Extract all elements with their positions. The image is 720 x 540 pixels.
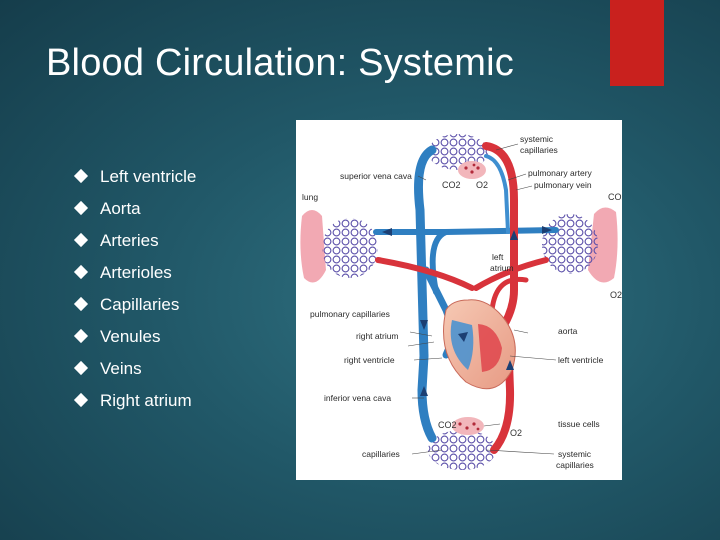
left-lung-shape (300, 210, 326, 283)
label-systemic-capillaries-bottom: systemic (558, 449, 592, 459)
right-lung-shape (588, 207, 618, 283)
heart-shape (443, 299, 516, 390)
bullet-item: Right atrium (73, 386, 196, 418)
diamond-bullet-icon (73, 392, 89, 408)
bullet-item: Capillaries (73, 290, 196, 322)
upper-tissue-cells (458, 161, 486, 179)
circulation-diagram: systemic capillaries superior vena cava … (296, 120, 622, 480)
label-pulmonary-artery: pulmonary artery (528, 168, 593, 178)
diamond-bullet-icon (73, 232, 89, 248)
label-left-atrium: left (492, 252, 504, 262)
label-tissue-cells: tissue cells (558, 419, 600, 429)
upper-systemic-capillary-net (428, 134, 488, 170)
label-pulmonary-vein: pulmonary vein (534, 180, 592, 190)
right-pulmonary-capillary-net (542, 214, 598, 274)
lower-systemic-capillary-net (428, 430, 496, 470)
gas-o2-bottom: O2 (510, 428, 522, 438)
bullet-text: Veins (100, 359, 142, 378)
left-pulmonary-capillary-net (322, 218, 378, 278)
bullet-text: Venules (100, 327, 161, 346)
bullet-text: Aorta (100, 199, 141, 218)
bullet-item: Aorta (73, 194, 196, 226)
diamond-bullet-icon (73, 296, 89, 312)
label-systemic-capillaries-top: systemic (520, 134, 554, 144)
bullet-text: Left ventricle (100, 167, 197, 186)
bullet-list: Left ventricle Aorta Arteries Arterioles… (73, 162, 197, 418)
gas-co2-top: CO2 (442, 180, 461, 190)
left-heart-chamber (478, 324, 502, 372)
bullet-text: Arteries (100, 231, 159, 250)
diamond-bullet-icon (73, 360, 89, 376)
label-capillaries: capillaries (362, 449, 400, 459)
flow-arrows (382, 226, 552, 396)
diamond-bullet-icon (73, 328, 89, 344)
label-leader-lines (407, 143, 557, 455)
tissue-cell-dots (458, 163, 480, 431)
label-aorta: aorta (558, 326, 578, 336)
label-lung: lung (302, 192, 318, 202)
label-pulmonary-capillaries: pulmonary capillaries (310, 309, 390, 319)
bullet-item: Venules (73, 322, 196, 354)
label-right-atrium: right atrium (356, 331, 399, 341)
bullet-item: Arteries (73, 226, 196, 258)
gas-o2-right: O2 (610, 290, 622, 300)
label-inferior-vena-cava: inferior vena cava (324, 393, 391, 403)
bullet-item: Veins (73, 354, 196, 386)
lower-tissue-cells (452, 417, 484, 435)
label-superior-vena-cava: superior vena cava (340, 171, 412, 181)
label-left-atrium-line2: atrium (490, 263, 514, 273)
bullet-text: Capillaries (100, 295, 180, 314)
deoxygenated-vessels (373, 145, 559, 443)
diamond-bullet-icon (73, 264, 89, 280)
label-systemic-capillaries-top-line2: capillaries (520, 145, 558, 155)
oxygenated-vessels (375, 142, 549, 454)
circulation-diagram-svg: systemic capillaries superior vena cava … (300, 134, 622, 470)
bullet-text: Right atrium (100, 391, 192, 410)
bullet-text: Arterioles (100, 263, 172, 282)
label-right-ventricle: right ventricle (344, 355, 395, 365)
label-left-ventricle: left ventricle (558, 355, 604, 365)
title-accent-bar (610, 0, 664, 86)
diamond-bullet-icon (73, 168, 89, 184)
gas-co2-bottom: CO2 (438, 420, 457, 430)
label-systemic-capillaries-bottom-line2: capillaries (556, 460, 594, 470)
diamond-bullet-icon (73, 200, 89, 216)
bullet-item: Arterioles (73, 258, 196, 290)
gas-co2-right: CO2 (608, 192, 622, 202)
bullet-item: Left ventricle (73, 162, 197, 194)
gas-o2-top: O2 (476, 180, 488, 190)
slide-title: Blood Circulation: Systemic (46, 42, 514, 84)
